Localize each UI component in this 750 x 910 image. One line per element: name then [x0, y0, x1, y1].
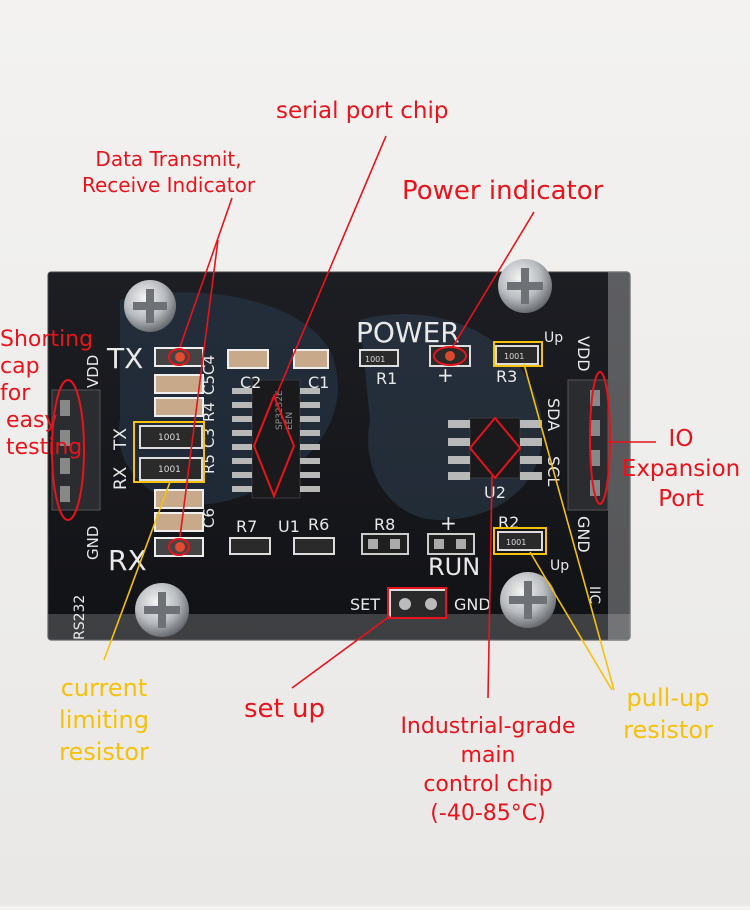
- silk-c1: C1: [308, 373, 329, 392]
- label-current-limiting-line-3: resistor: [59, 738, 149, 766]
- screw-top-left: [124, 280, 176, 332]
- resistor-code-4: 1001: [504, 352, 524, 361]
- label-serial-port-chip: serial port chip: [276, 98, 449, 124]
- shorting-cap-ellipse: [51, 379, 85, 521]
- label-shorting-cap-line-3: for: [0, 381, 31, 406]
- label-power-indicator: Power indicator: [402, 176, 604, 206]
- current-limit-line: [103, 481, 171, 661]
- label-io-expansion-line-3: Port: [658, 486, 704, 512]
- label-main-chip-line-1: Industrial-grade: [400, 714, 576, 739]
- rx-led-line: [179, 239, 219, 538]
- label-pull-up-line-1: pull-up: [626, 684, 710, 712]
- label-data-indicator: Data Transmit, Receive Indicator: [82, 146, 255, 198]
- label-shorting-cap-line-5: testing: [6, 435, 83, 460]
- silk-r4: R4: [200, 402, 218, 422]
- annotation-marks: [51, 341, 611, 619]
- io-port-ellipse: [589, 371, 611, 505]
- label-shorting-cap-line-2: cap: [0, 354, 40, 379]
- u2-diamond: [468, 416, 522, 480]
- silk-up-bottom: Up: [550, 558, 569, 574]
- silkscreen-labels: POWER TX RX RUN + + Up Up C2 C1 R1 R3 R2…: [72, 316, 602, 640]
- label-pull-up: pull-up resistor: [606, 682, 730, 746]
- silk-right-vdd: VDD: [574, 336, 593, 372]
- silk-r7: R7: [236, 517, 257, 536]
- silk-left-gnd: GND: [84, 526, 102, 560]
- tx-led-line: [179, 197, 233, 348]
- leader-lines: [103, 135, 656, 699]
- power-led-circle: [433, 346, 467, 366]
- resistor-code-2: 1001: [158, 465, 181, 475]
- silk-c2: C2: [240, 373, 261, 392]
- label-current-limiting: current limiting resistor: [36, 672, 172, 768]
- silk-r3: R3: [496, 367, 517, 386]
- silk-iic: IIC: [586, 586, 602, 604]
- resistor-code-1: 1001: [158, 433, 181, 443]
- main-chip-line: [487, 475, 493, 699]
- pullup-line-bottom: [529, 551, 613, 691]
- silk-c3: C3: [200, 428, 218, 448]
- label-current-limiting-line-2: limiting: [59, 706, 149, 734]
- serial-chip-line: [275, 135, 387, 397]
- label-data-indicator-line-1: Data Transmit,: [95, 147, 242, 171]
- silk-tx: TX: [106, 342, 143, 375]
- silk-r6: R6: [308, 515, 329, 534]
- tx-led-circle: [168, 348, 190, 366]
- silk-plus-power: +: [437, 363, 454, 387]
- silk-c5: C5: [200, 375, 218, 395]
- iic-header: [567, 379, 609, 511]
- label-main-chip: Industrial-grade main control chip (-40-…: [380, 712, 596, 828]
- silk-sda: SDA: [544, 398, 563, 431]
- label-current-limiting-line-1: current: [60, 674, 148, 702]
- silk-c6: C6: [200, 508, 218, 528]
- label-main-chip-line-2: main: [460, 743, 516, 768]
- label-shorting-cap-line-1: Shorting: [0, 327, 94, 352]
- label-data-indicator-line-2: Receive Indicator: [82, 173, 256, 197]
- pullup-box-bottom: [493, 527, 547, 555]
- rx-led-circle: [168, 538, 190, 556]
- pullup-line-top: [523, 363, 615, 691]
- silk-rs232: RS232: [72, 595, 88, 640]
- silk-u1: U1: [278, 517, 300, 536]
- silk-r5: R5: [200, 454, 218, 474]
- silk-left-tx: TX: [111, 428, 131, 451]
- silk-run: RUN: [428, 553, 480, 581]
- pullup-box-top: [493, 341, 543, 367]
- label-pull-up-line-2: resistor: [623, 716, 713, 744]
- label-set-up: set up: [244, 694, 325, 724]
- silk-gnd-set: GND: [454, 595, 491, 614]
- silk-left-rx: RX: [111, 466, 131, 490]
- silk-r8: R8: [374, 515, 395, 534]
- u1-diamond: [252, 393, 296, 499]
- silk-c4: C4: [200, 355, 218, 375]
- screw-top-right: [498, 259, 552, 313]
- label-io-expansion-line-1: IO: [668, 426, 694, 452]
- label-main-chip-line-4: (-40-85°C): [430, 801, 546, 826]
- silk-up-top: Up: [544, 330, 563, 346]
- label-shorting-cap: Shorting cap for easy testing: [0, 326, 93, 461]
- resistor-code-5: 1001: [506, 538, 526, 547]
- power-led-line: [451, 211, 535, 349]
- set-pads-box: [387, 587, 447, 619]
- label-io-expansion-line-2: Expansion: [621, 456, 741, 482]
- u1-marking-2: EEN: [285, 412, 295, 430]
- screw-bottom-right: [500, 572, 556, 628]
- set-up-line: [291, 615, 391, 689]
- label-main-chip-line-3: control chip: [423, 772, 553, 797]
- label-io-expansion: IO Expansion Port: [612, 424, 750, 514]
- screw-bottom-left: [135, 583, 189, 637]
- label-shorting-cap-line-4: easy: [6, 408, 58, 433]
- silk-r1: R1: [376, 369, 397, 388]
- silk-left-vdd: VDD: [84, 355, 102, 388]
- silk-u2: U2: [484, 483, 506, 502]
- current-limit-box: [133, 421, 205, 483]
- silk-power: POWER: [356, 316, 460, 349]
- silk-plus-run: +: [440, 511, 457, 535]
- silk-set: SET: [350, 595, 380, 614]
- silk-right-gnd: GND: [574, 516, 593, 553]
- resistor-code-3: 1001: [365, 355, 385, 364]
- silk-r2: R2: [498, 513, 519, 532]
